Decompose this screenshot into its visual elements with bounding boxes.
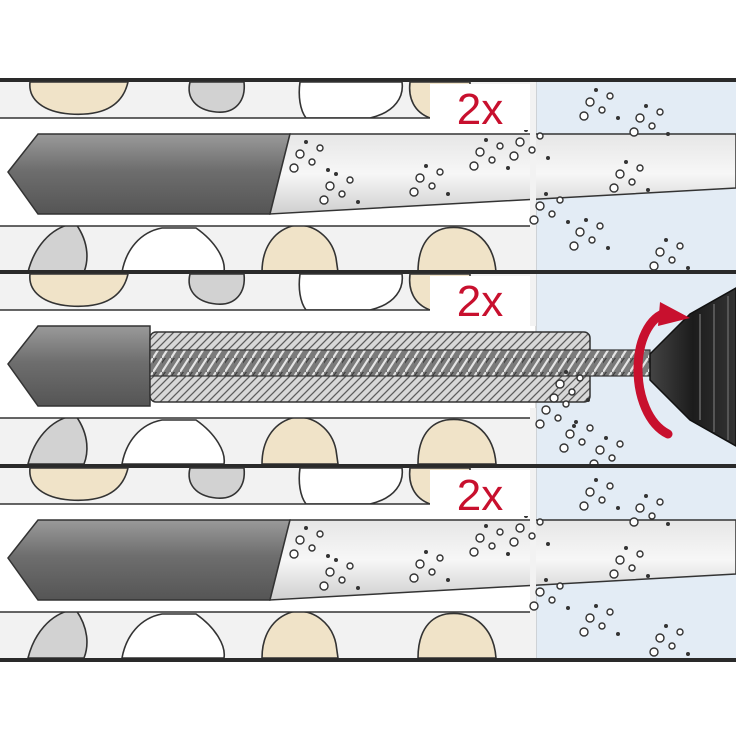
frame-rule-top	[0, 78, 736, 82]
blow-tube	[269, 133, 736, 215]
air-nozzle	[7, 519, 291, 601]
step-panel-1: 2x	[0, 81, 736, 273]
frame-rule-bottom	[0, 658, 736, 662]
frame-rule	[0, 464, 736, 468]
step-panel-3: 2x	[0, 467, 736, 659]
air-nozzle	[7, 133, 291, 215]
brush-handle	[7, 325, 151, 407]
threaded-rod	[149, 349, 651, 377]
repeat-count-label: 2x	[457, 85, 503, 134]
step-panel-2: 2x	[0, 273, 736, 469]
repeat-count-label: 2x	[457, 277, 503, 326]
blow-tube	[269, 519, 736, 601]
rotation-arrow-icon	[633, 302, 690, 439]
frame-rule	[0, 270, 736, 274]
drill-chuck-icon	[649, 287, 736, 447]
repeat-count-label: 2x	[457, 471, 503, 520]
